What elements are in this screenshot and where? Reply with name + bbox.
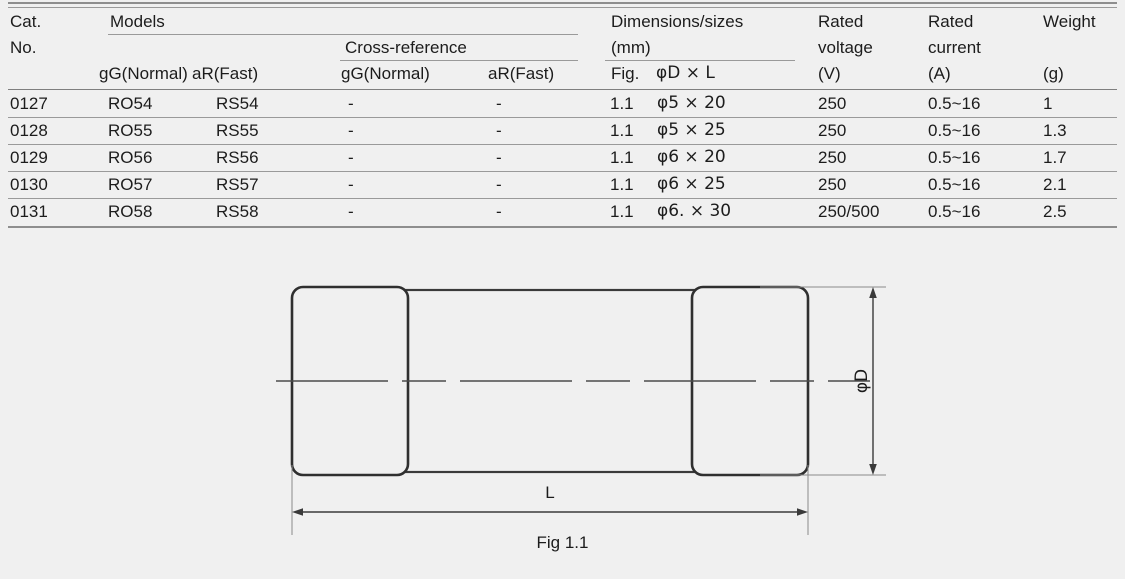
table-row: 0131 [10,202,48,221]
table-row: 0.5~16 [928,175,981,194]
table-row: - [496,121,502,140]
table-row: φ6. × 30 [657,201,732,221]
table-row: RO58 [108,202,153,221]
table-top-rule-outer [8,2,1117,4]
header-rated-current-line1: Rated [928,12,974,31]
table-row: RO56 [108,148,153,167]
table-row: RO54 [108,94,153,113]
table-row: 1.1 [610,202,634,221]
length-arrow-left [292,508,303,516]
models-group-rule [108,34,578,35]
table-row: φ6 × 25 [657,174,726,194]
header-rated-voltage-line2: voltage [818,38,873,57]
header-models: Models [110,12,165,31]
table-row: RO55 [108,121,153,140]
table-row: RO57 [108,175,153,194]
table-row: 1.7 [1043,148,1067,167]
table-row: RS58 [216,202,259,221]
table-row: - [348,175,354,194]
header-fig: Fig. [611,64,640,83]
table-row: - [348,121,354,140]
header-diameter-length: φD × L [656,63,715,83]
header-weight-unit: (g) [1043,64,1064,83]
header-rated-current-line2: current [928,38,981,57]
table-row: 1 [1043,94,1053,113]
table-row: 0130 [10,175,48,194]
fuse-drawing-svg: φD L [276,285,886,535]
row-separator [8,144,1117,145]
specifications-table: Cat. Models Dimensions/sizes Rated Rated… [0,0,1125,250]
header-dimensions-line2: (mm) [611,38,651,57]
table-row: 2.5 [1043,202,1067,221]
table-row: 1.1 [610,121,634,140]
header-rated-voltage-line1: Rated [818,12,864,31]
table-row: RS57 [216,175,259,194]
fuse-diagram: φD L Fig 1.1 [0,250,1125,579]
table-row: - [348,94,354,113]
header-ar-fast-xref: aR(Fast) [488,64,555,83]
header-cross-reference: Cross-reference [345,38,467,57]
table-row: 250/500 [818,202,880,221]
table-row: 250 [818,121,847,140]
table-row: 1.3 [1043,121,1067,140]
table-row: 250 [818,175,847,194]
table-row: φ5 × 25 [657,120,726,140]
table-row: RS56 [216,148,259,167]
table-row: 0.5~16 [928,148,981,167]
header-dimensions-line1: Dimensions/sizes [611,12,744,31]
table-row: - [348,202,354,221]
table-top-rule-inner [8,7,1117,8]
table-row: 0127 [10,94,48,113]
table-row: 1.1 [610,148,634,167]
table-row: 0.5~16 [928,202,981,221]
table-row: 0128 [10,121,48,140]
length-arrow-right [797,508,808,516]
table-row: - [348,148,354,167]
table-row: 0.5~16 [928,121,981,140]
table-row: φ5 × 20 [657,93,726,113]
table-row: - [496,175,502,194]
table-row: 250 [818,94,847,113]
table-row: 1.1 [610,175,634,194]
table-row: - [496,94,502,113]
figure-caption: Fig 1.1 [536,533,589,552]
table-row: 1.1 [610,94,634,113]
row-separator [8,171,1117,172]
dimensions-group-rule [605,60,795,61]
header-ar-fast-model: aR(Fast) [192,64,259,83]
header-cat-line1: Cat. [10,12,42,31]
table-row: RS54 [216,94,259,113]
header-gg-normal-model: gG(Normal) [99,64,188,83]
table-bottom-rule [8,226,1117,228]
table-row: 0129 [10,148,48,167]
row-separator [8,117,1117,118]
cross-reference-group-rule [340,60,578,61]
diameter-arrow-bottom [869,464,877,475]
header-gg-normal-xref: gG(Normal) [341,64,430,83]
header-weight-line1: Weight [1043,12,1096,31]
table-row: φ6 × 20 [657,147,726,167]
length-label: L [545,483,554,502]
table-row: - [496,148,502,167]
table-row: RS55 [216,121,259,140]
header-cat-line2: No. [10,38,37,57]
table-row: - [496,202,502,221]
table-row: 0.5~16 [928,94,981,113]
table-row: 250 [818,148,847,167]
row-separator [8,198,1117,199]
header-bottom-rule [8,89,1117,90]
header-rated-voltage-unit: (V) [818,64,841,83]
diameter-label: φD [852,369,872,393]
header-rated-current-unit: (A) [928,64,951,83]
table-row: 2.1 [1043,175,1067,194]
diameter-arrow-top [869,287,877,298]
